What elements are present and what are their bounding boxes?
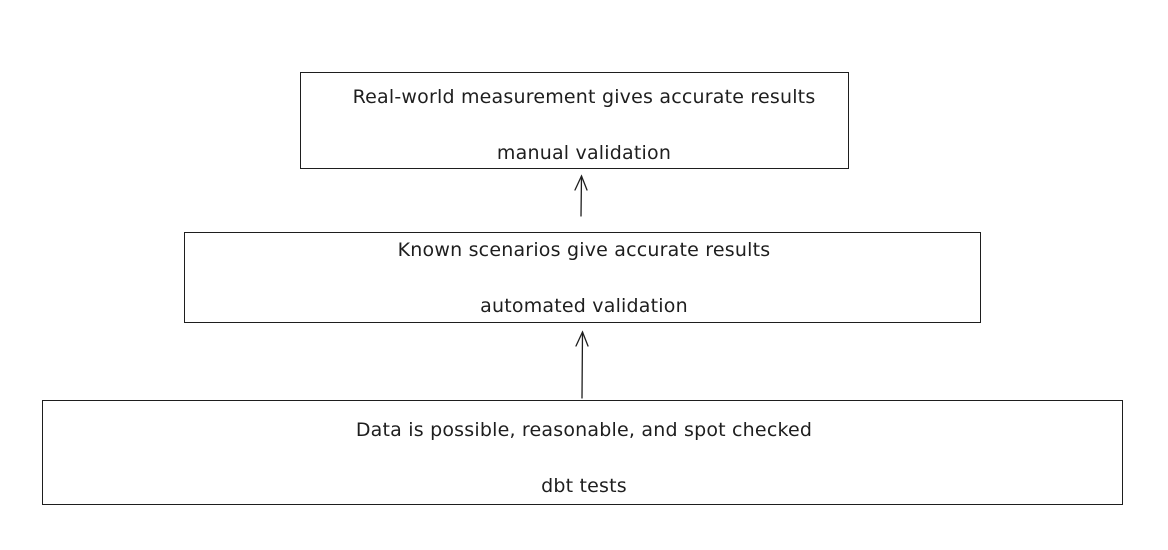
level-box-top — [300, 72, 849, 169]
level-box-bottom — [42, 400, 1123, 505]
level-title-top: Real-world measurement gives accurate re… — [352, 86, 816, 108]
level-subtitle-bottom: dbt tests — [541, 475, 627, 497]
level-subtitle-top: manual validation — [496, 142, 672, 164]
level-subtitle-middle: automated validation — [480, 295, 688, 317]
level-title-bottom: Data is possible, reasonable, and spot c… — [355, 419, 813, 441]
arrow-bottom-to-middle — [575, 330, 589, 399]
level-title-middle: Known scenarios give accurate results — [397, 239, 771, 261]
arrow-middle-to-top — [574, 174, 588, 217]
level-box-middle — [184, 232, 981, 323]
